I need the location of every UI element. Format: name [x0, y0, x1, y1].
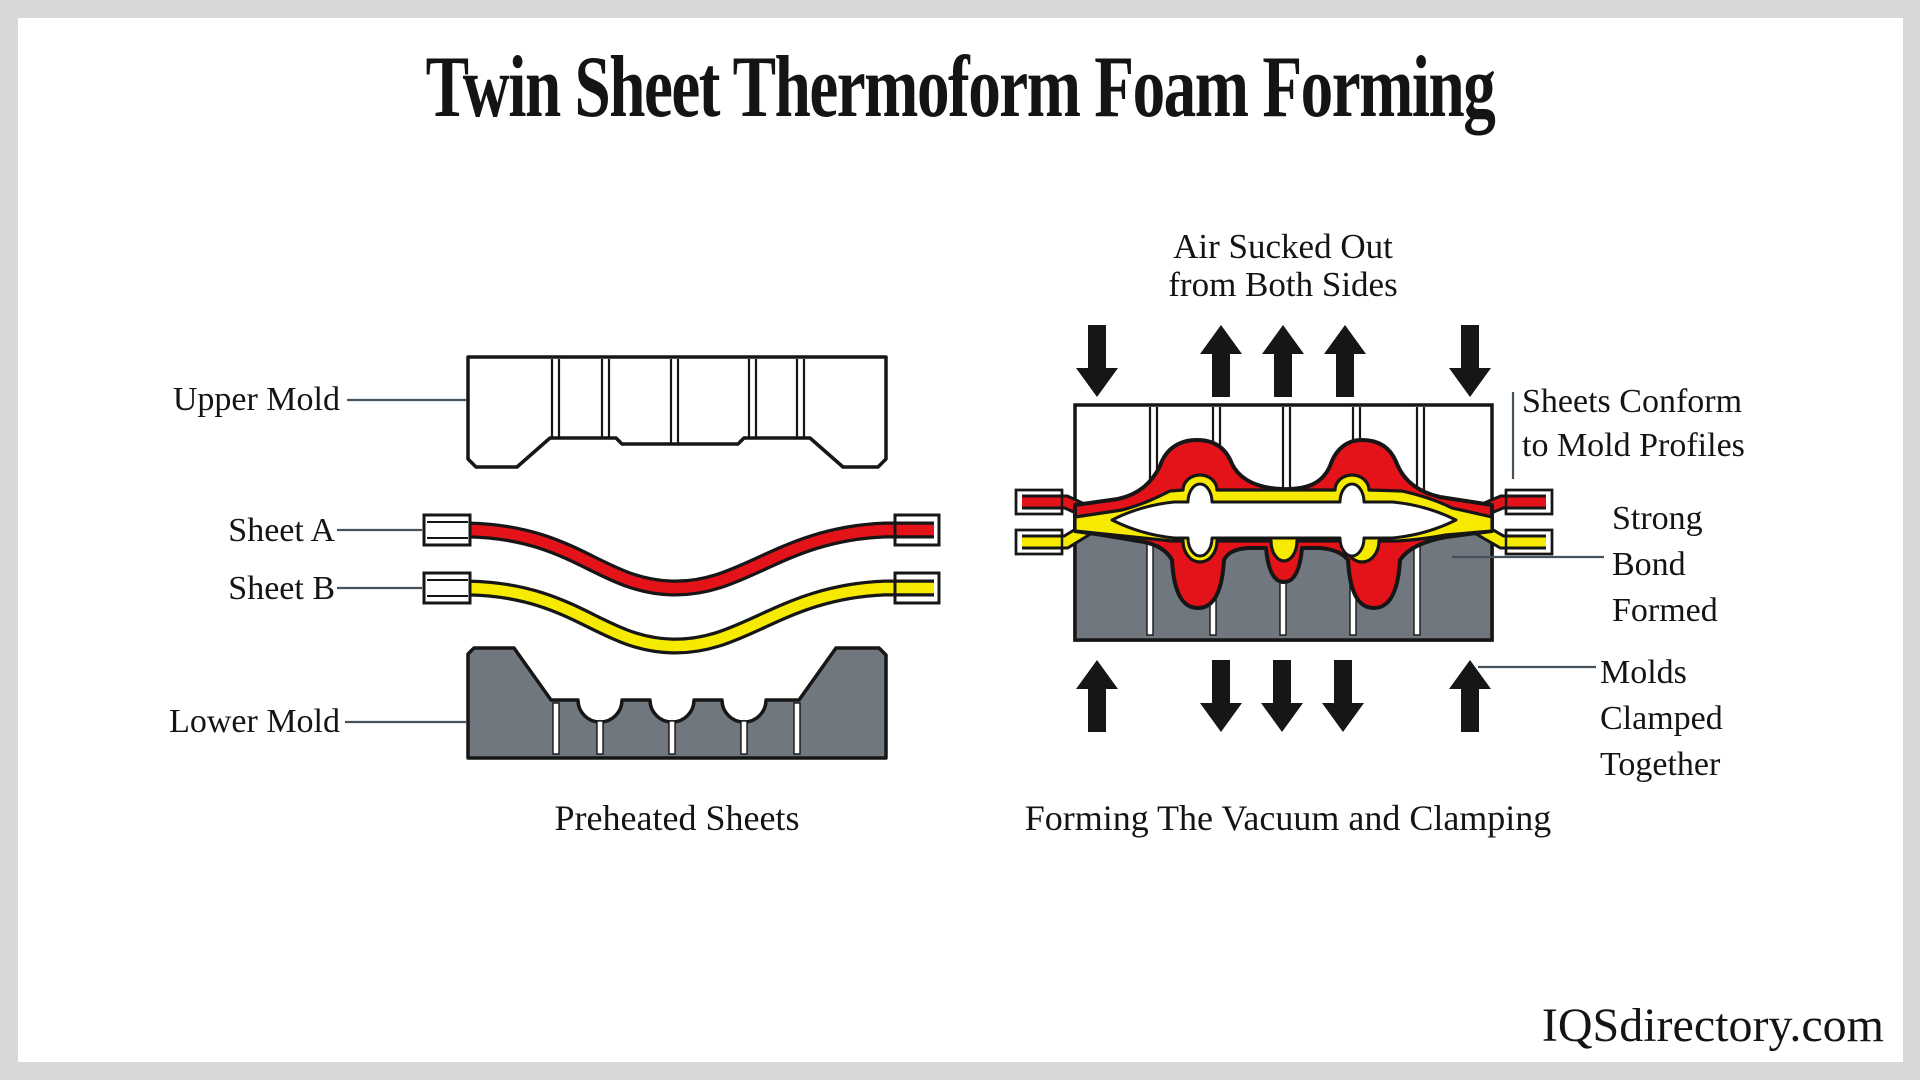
arrow-down-icon: [1076, 325, 1118, 397]
left-stage-open-molds: [422, 355, 941, 760]
upper-mold-divider-lines: [550, 359, 806, 443]
sheet-b-left-clamp: [422, 571, 472, 605]
arrow-up-icon: [1324, 325, 1366, 397]
lower-mold-label: Lower Mold: [169, 703, 340, 740]
arrow-down-icon: [1261, 660, 1303, 732]
sheets-conform-label: Sheets Conform to Mold Profiles: [1522, 383, 1745, 464]
sheet-b-yellow-sheet: [467, 579, 934, 655]
arrow-up-icon: [1449, 660, 1491, 732]
molds-clamped-label: Molds Clamped Together: [1600, 654, 1723, 783]
sheet-b-right-clamp-outline: [893, 571, 941, 605]
right-stage-caption: Forming The Vacuum and Clamping: [1024, 798, 1552, 838]
lower-mold-shape: [466, 646, 888, 760]
strong-bond-label: Strong Bond Formed: [1612, 500, 1718, 629]
air-sucked-out-label: Air Sucked Out from Both Sides: [1168, 227, 1398, 304]
sheet-b-label: Sheet B: [228, 570, 335, 607]
illustration-canvas: [18, 18, 1903, 1062]
arrow-up-icon: [1200, 325, 1242, 397]
sheet-a-left-clamp: [422, 513, 472, 547]
watermark: IQSdirectory.com: [1541, 999, 1884, 1052]
vacuum-arrows-top: [1076, 325, 1491, 397]
sheet-a-label: Sheet A: [228, 512, 335, 549]
lower-mold-vacuum-slits: [552, 702, 801, 755]
arrow-down-icon: [1322, 660, 1364, 732]
arrow-down-icon: [1200, 660, 1242, 732]
sheet-a-red-sheet: [467, 521, 934, 597]
clamping-arrows-bottom: [1076, 660, 1491, 732]
leader-lines: [337, 392, 1604, 724]
formed-part-hollow-core: [1110, 482, 1458, 558]
upper-mold-label: Upper Mold: [172, 381, 340, 418]
page-title: Twin Sheet Thermoform Foam Forming: [425, 39, 1496, 136]
clamp-tabs-outline: [1014, 488, 1554, 556]
sheet-a-right-clamp-outline: [893, 513, 941, 547]
right-stage-clamped-molds: [1014, 325, 1554, 732]
arrow-down-icon: [1449, 325, 1491, 397]
arrow-up-icon: [1262, 325, 1304, 397]
left-stage-caption: Preheated Sheets: [554, 798, 800, 838]
arrow-up-icon: [1076, 660, 1118, 732]
